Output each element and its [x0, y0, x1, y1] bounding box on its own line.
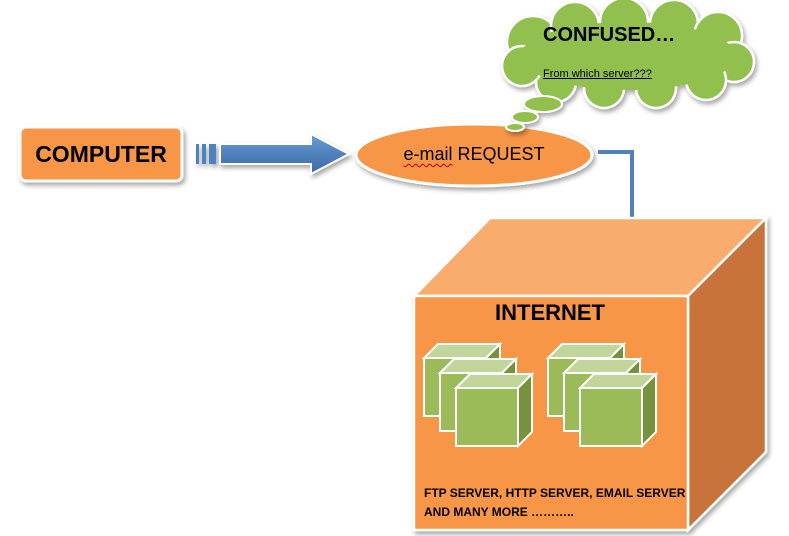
- request-label-rest: REQUEST: [452, 144, 545, 164]
- server-cube: [577, 371, 659, 449]
- internet-title: INTERNET: [495, 300, 605, 325]
- server-cube-side: [517, 371, 533, 449]
- arrow-computer-to-request: [196, 132, 352, 176]
- request-ellipse: [354, 122, 594, 188]
- request-label-prefix: e-mail: [403, 144, 453, 164]
- thought-cloud: [500, 0, 756, 132]
- thought-bubble-medium: [511, 110, 539, 124]
- servers-description: FTP SERVER, HTTP SERVER, EMAIL SERVER AN…: [424, 486, 686, 519]
- computer-label: COMPUTER: [35, 141, 167, 167]
- server-cube: [453, 371, 535, 449]
- request-label: e-mail REQUEST: [356, 136, 592, 172]
- computer-box: [18, 125, 184, 183]
- server-cube-side: [641, 371, 657, 449]
- server-cube-front: [579, 387, 643, 447]
- thought-bubble-large: [523, 95, 563, 113]
- thought-subtitle: From which server???: [543, 68, 652, 80]
- server-cube-front: [455, 387, 519, 447]
- server-stacks: [421, 341, 659, 449]
- thought-title: CONFUSED…: [543, 24, 676, 46]
- thought-bubble-small: [505, 122, 525, 132]
